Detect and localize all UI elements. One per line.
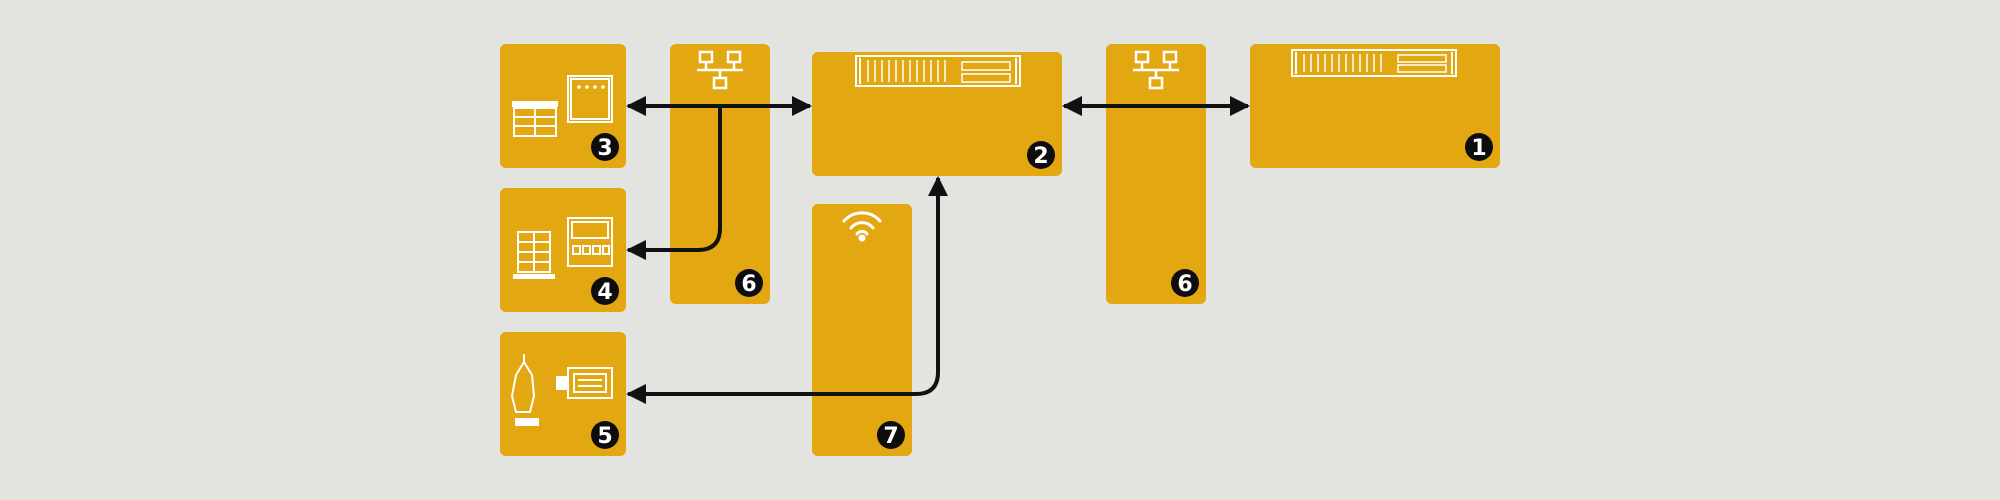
badge-number: 7 (883, 424, 898, 449)
badge-number: 2 (1033, 144, 1048, 169)
badge-number: 4 (597, 280, 612, 305)
pallet-storage-icon (513, 217, 613, 279)
badge-number: 6 (741, 272, 756, 297)
industrial-pc-icon (510, 354, 613, 426)
badge-number: 5 (597, 424, 612, 449)
block-6a-badge: 6 (735, 269, 763, 297)
block-7-badge: 7 (877, 421, 905, 449)
block-1-badge: 1 (1465, 133, 1493, 161)
control-cabinet-icon (512, 75, 613, 137)
rack-server-icon (1291, 49, 1457, 77)
block-4: 4 (500, 188, 626, 312)
block-4-badge: 4 (591, 277, 619, 305)
block-3-badge: 3 (591, 133, 619, 161)
badge-number: 3 (597, 136, 612, 161)
network-icon (1133, 50, 1179, 90)
badge-number: 1 (1471, 136, 1486, 161)
connectors (626, 96, 1250, 404)
block-3: 3 (500, 44, 626, 168)
block-5-badge: 5 (591, 421, 619, 449)
network-icon (697, 50, 743, 90)
block-5: 5 (500, 332, 626, 456)
badge-number: 6 (1177, 272, 1192, 297)
block-6b-badge: 6 (1171, 269, 1199, 297)
rack-server-icon (855, 55, 1021, 87)
block-2: 2 (812, 52, 1062, 176)
block-7: 7 (812, 204, 912, 456)
block-6b: 6 (1106, 44, 1206, 304)
connector-5-to-2 (626, 176, 948, 404)
block-1: 1 (1250, 44, 1500, 168)
block-2-badge: 2 (1027, 141, 1055, 169)
